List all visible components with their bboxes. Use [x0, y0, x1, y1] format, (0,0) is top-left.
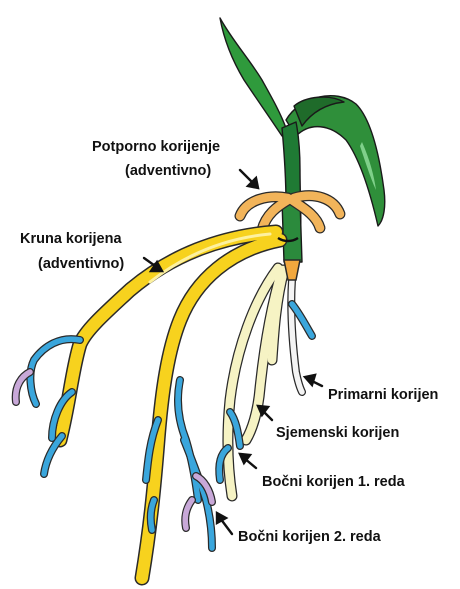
seminal-roots — [219, 268, 284, 496]
label-lateral-root-2: Bočni korijen 2. reda — [238, 529, 382, 545]
label-lateral-root-1: Bočni korijen 1. reda — [262, 474, 406, 490]
label-seminal-root: Sjemenski korijen — [276, 425, 399, 441]
label-crown-roots-line2: (adventivno) — [38, 256, 124, 272]
plant-shoot — [220, 18, 385, 262]
label-primary-root: Primarni korijen — [328, 387, 438, 403]
label-brace-roots-line2: (adventivno) — [125, 163, 211, 179]
label-crown-roots-line1: Kruna korijena — [20, 231, 122, 247]
label-brace-roots-line1: Potporno korijenje — [92, 139, 220, 155]
upper-leaf — [220, 18, 286, 136]
crown-roots — [60, 232, 280, 578]
second-order-laterals — [16, 372, 212, 528]
